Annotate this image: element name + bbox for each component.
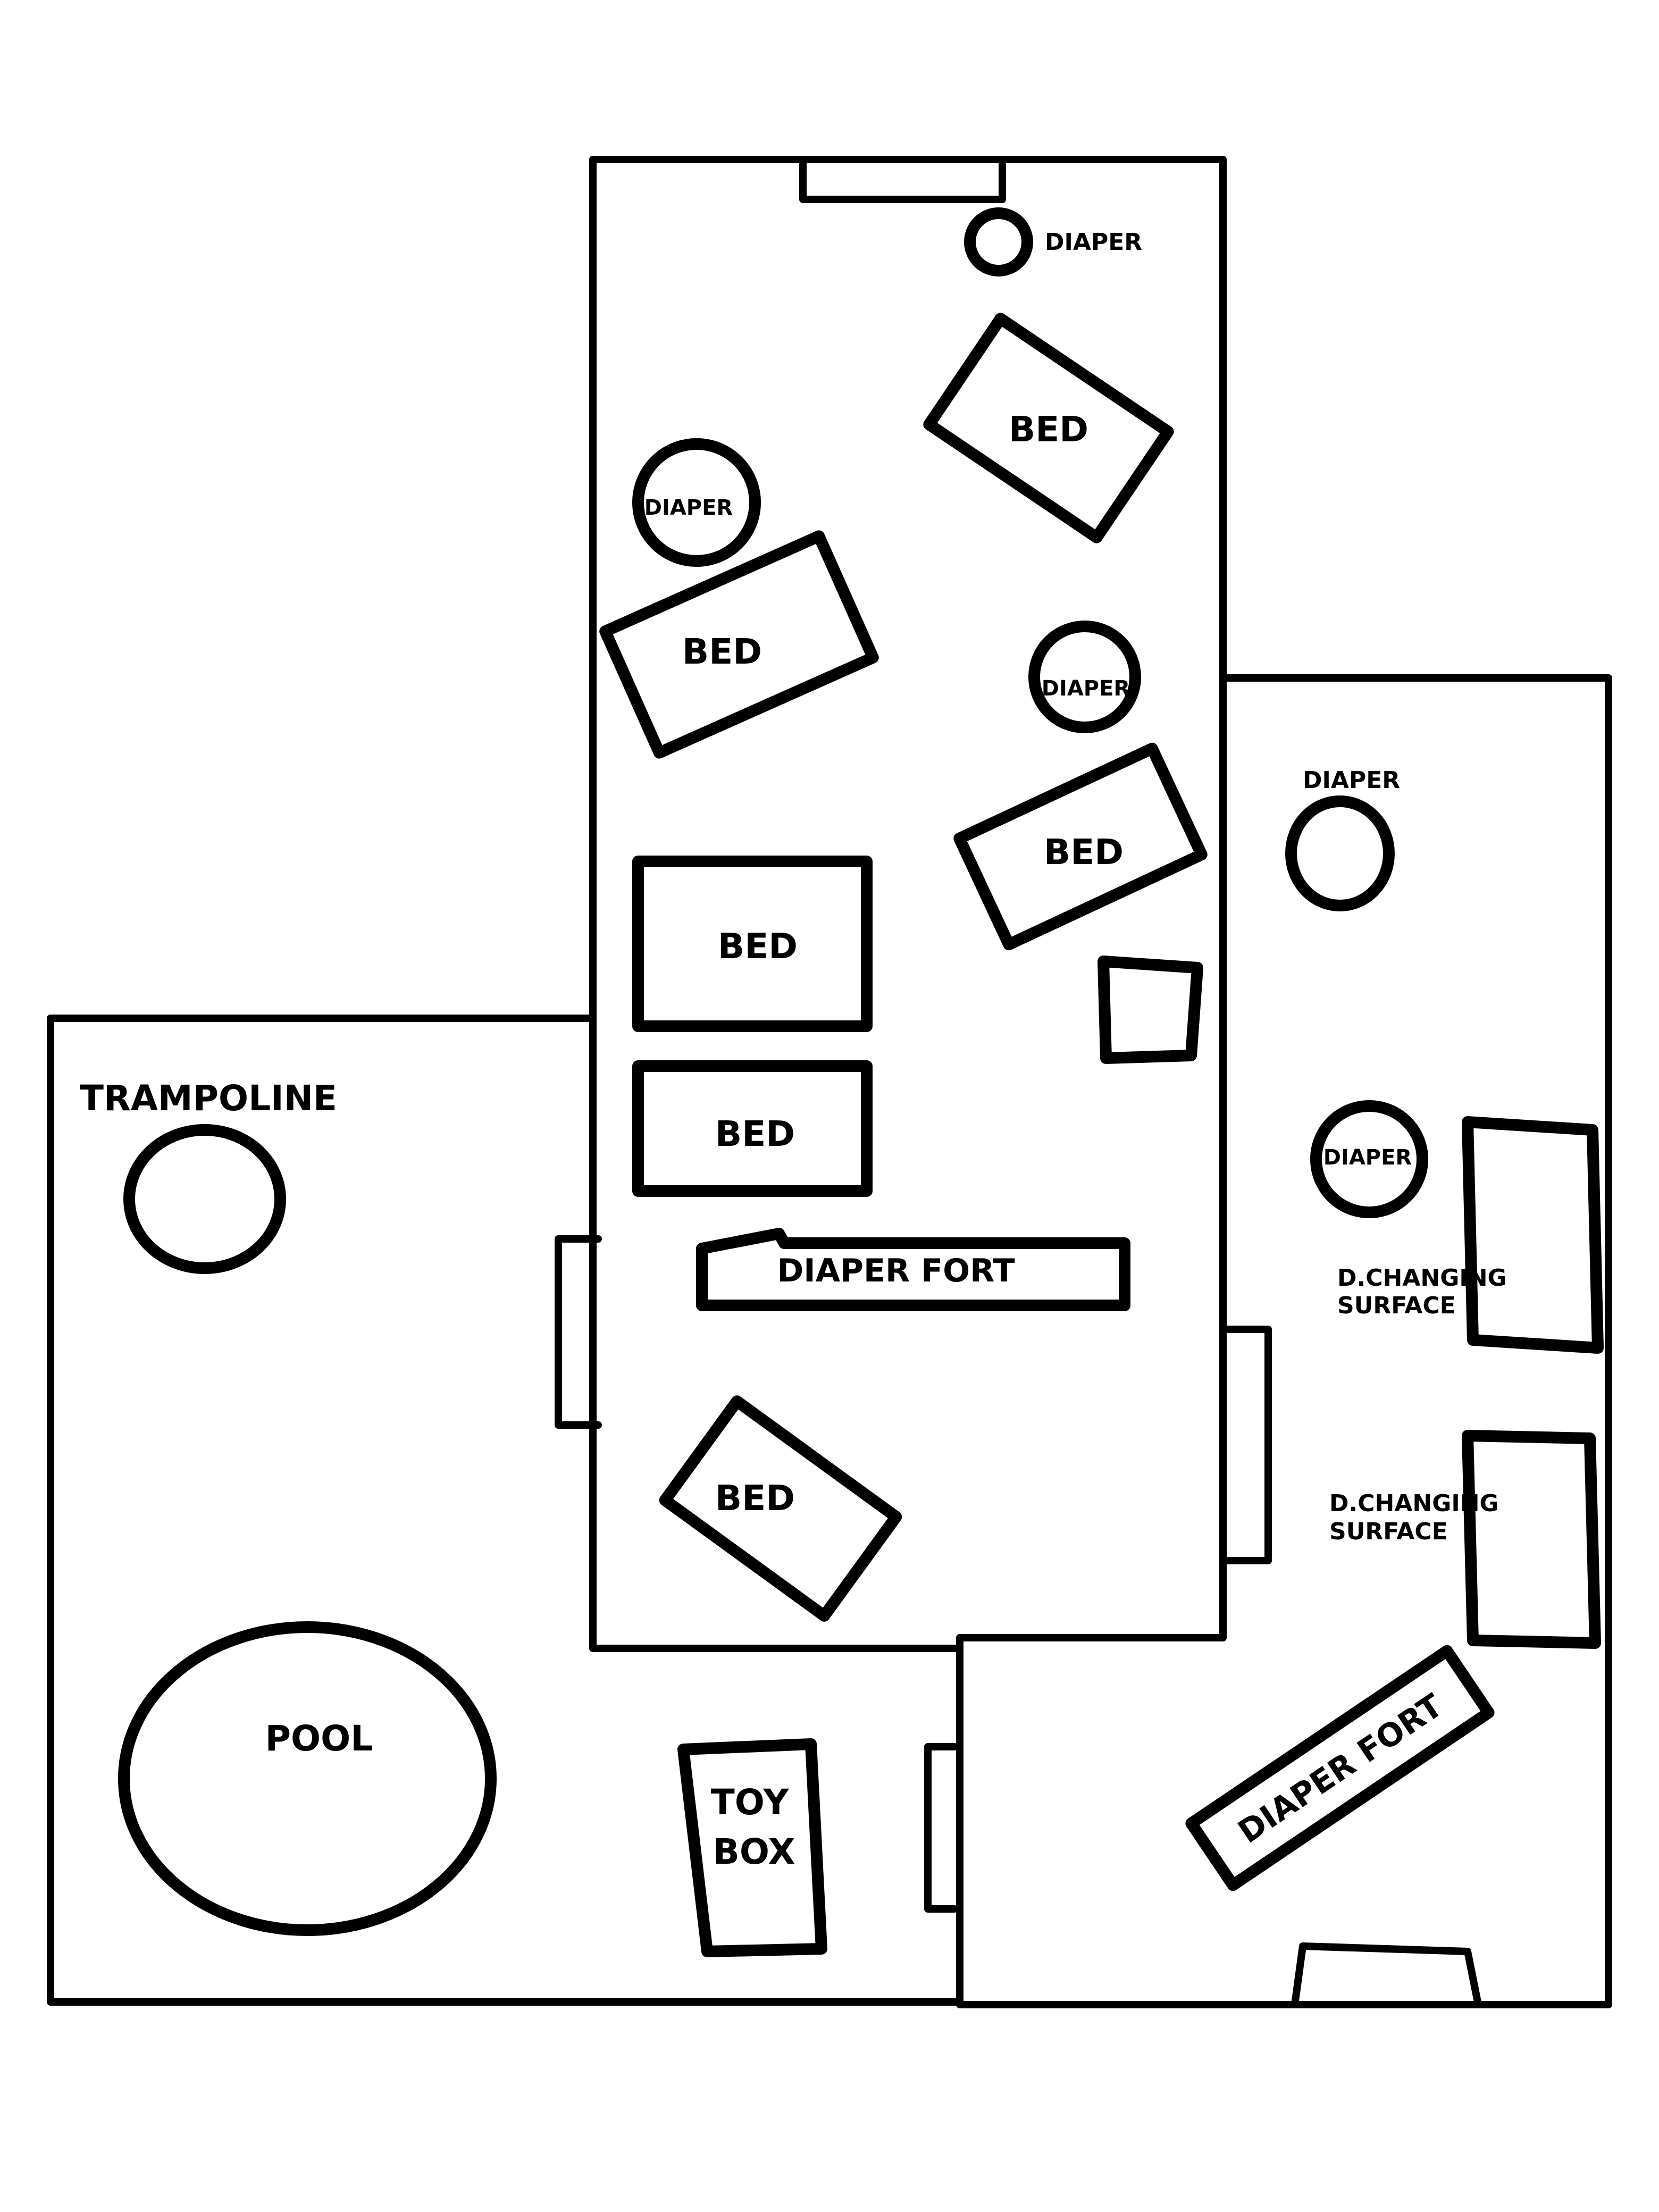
bottom-right-door	[1291, 1942, 1482, 2008]
bed-3-shape	[953, 742, 1208, 951]
bed-6-label: BED	[715, 1478, 795, 1519]
top-window	[799, 156, 1006, 203]
diaper-fort-1-label: DIAPER FORT	[777, 1252, 1015, 1289]
changing-surface-1-shape	[1462, 1116, 1604, 1354]
diaper-mid-circle	[1028, 621, 1141, 733]
diaper-top-circle	[964, 207, 1033, 276]
bed-4-shape	[632, 856, 873, 1032]
toy-box-label-line2: BOX	[713, 1831, 795, 1872]
right-door	[1225, 1326, 1272, 1564]
trampoline-shape	[123, 1124, 286, 1274]
diaper-fort-2-shape	[1185, 1645, 1495, 1891]
diaper-top-label: DIAPER	[1045, 229, 1142, 256]
bottom-left-door	[924, 1743, 958, 1913]
diaper-left-circle	[632, 438, 761, 567]
changing-surface-1-label-line1: D.CHANGING	[1337, 1264, 1507, 1292]
center-room-walls	[589, 156, 1227, 2006]
bed-2-label: BED	[682, 631, 762, 672]
bed-5-label: BED	[715, 1113, 795, 1154]
trampoline-label: TRAMPOLINE	[80, 1078, 337, 1119]
walls	[47, 156, 1612, 2008]
bed-5-shape	[632, 1060, 873, 1197]
bed-2-shape	[599, 530, 879, 759]
pool-label: POOL	[265, 1718, 373, 1759]
square-object	[1097, 956, 1203, 1064]
diaper-right-top-circle	[1285, 795, 1395, 911]
changing-surface-2-label-line2: SURFACE	[1329, 1518, 1448, 1545]
changing-surface-2-label-line1: D.CHANGING	[1329, 1490, 1499, 1517]
left-door	[555, 1235, 602, 1429]
toy-box-shape	[677, 1738, 827, 1957]
toy-box-label-line1: TOY	[711, 1782, 790, 1823]
diaper-mid-label: DIAPER	[1042, 676, 1130, 701]
diaper-right-mid-label: DIAPER	[1323, 1145, 1412, 1170]
changing-surface-1-label-line2: SURFACE	[1337, 1292, 1456, 1319]
bed-1-label: BED	[1009, 409, 1088, 450]
bed-4-label: BED	[718, 926, 798, 967]
pool-shape	[118, 1621, 497, 1936]
diaper-fort-1-shape	[696, 1228, 1130, 1311]
diaper-right-top-label: DIAPER	[1303, 767, 1400, 794]
changing-surface-2-shape	[1462, 1430, 1601, 1649]
right-room-walls	[956, 674, 1612, 2008]
diaper-fort-2: DIAPER FORT	[1185, 1645, 1495, 1891]
bed-3-label: BED	[1044, 832, 1124, 873]
left-room-walls	[47, 1015, 963, 2006]
diaper-right-mid-circle	[1310, 1100, 1428, 1218]
diaper-left-label: DIAPER	[644, 496, 733, 520]
bed-1-shape	[923, 313, 1174, 543]
bed-6-shape	[659, 1395, 902, 1622]
